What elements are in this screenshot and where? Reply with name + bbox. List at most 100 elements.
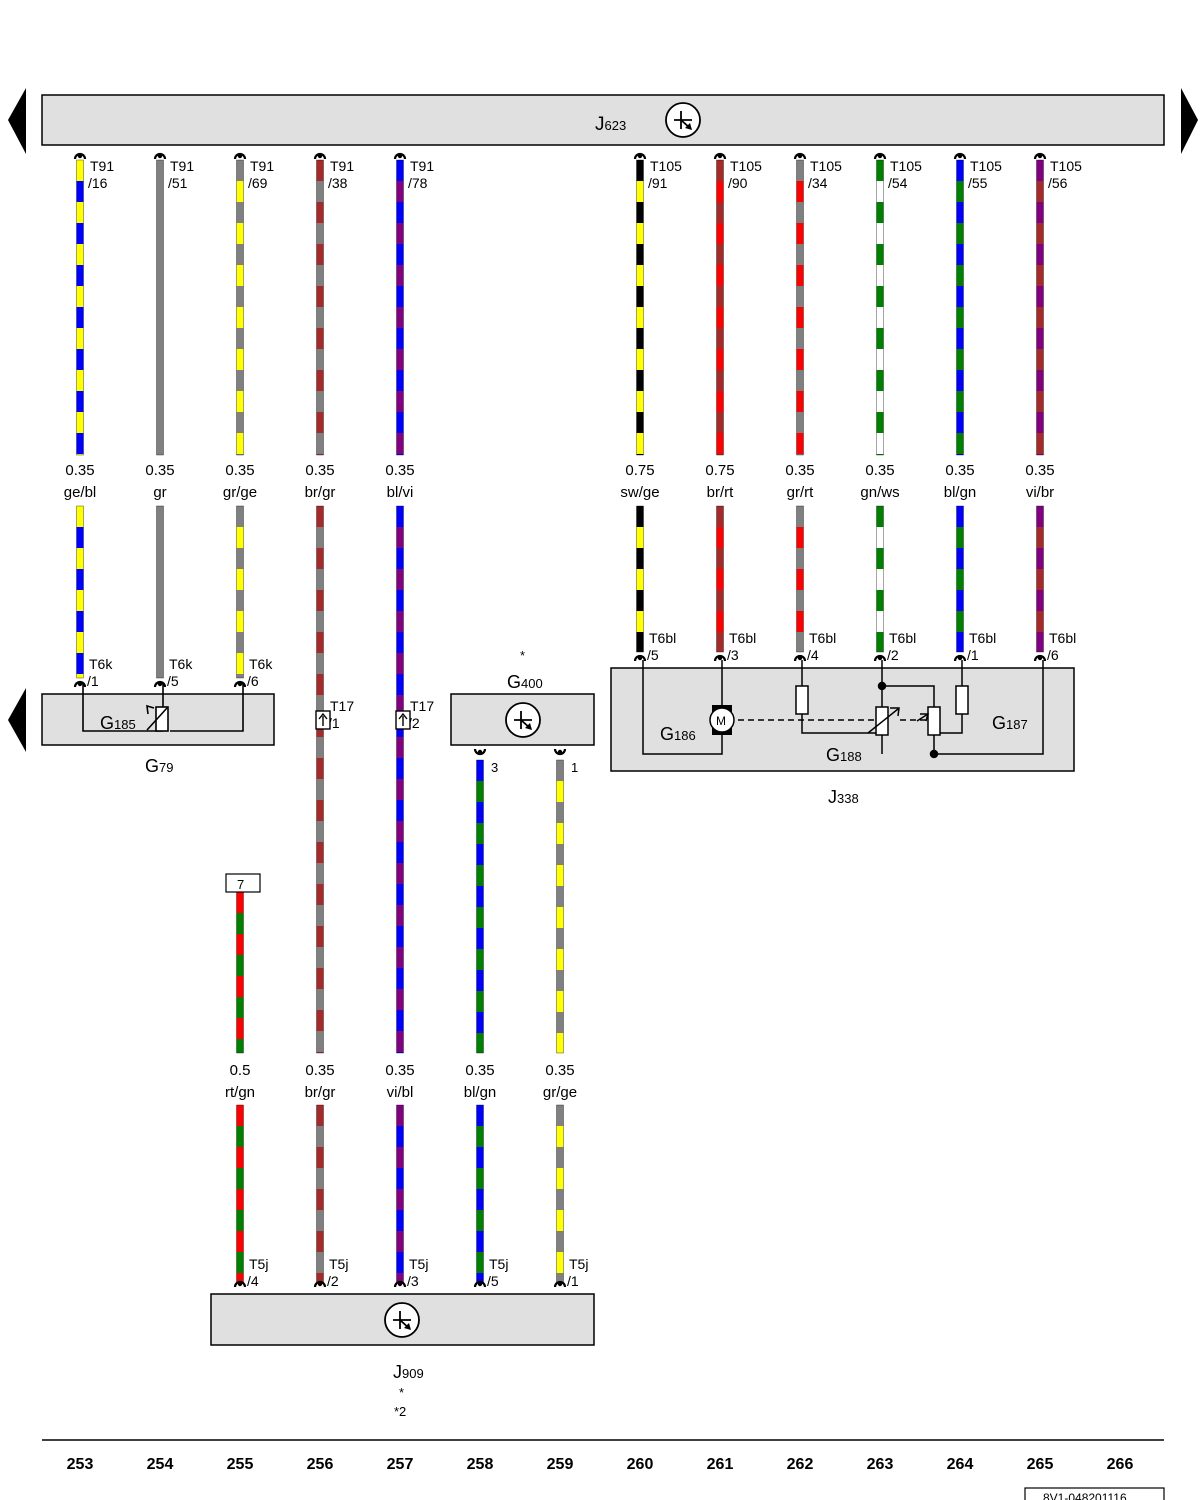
prev-section-arrow[interactable] [8, 688, 26, 752]
pin-label: T5j [489, 1256, 508, 1272]
j909-mark-2: *2 [394, 1404, 406, 1419]
next-page-arrow[interactable] [1181, 88, 1198, 154]
wire-255-j909 [236, 1104, 244, 1284]
wire-255-upper [236, 159, 244, 456]
g400-pin-right: 1 [571, 760, 578, 775]
g400-sensor-icon [505, 702, 541, 738]
wire-254-lower [156, 505, 164, 679]
pin-label: /56 [1048, 175, 1068, 191]
wire-265-upper [1036, 159, 1044, 456]
wire-262-upper [796, 159, 804, 456]
wire-size-label: 0.35 [545, 1062, 574, 1079]
pin-label: /5 [167, 673, 179, 689]
wire-size-label: 0.75 [705, 462, 734, 479]
wire-size-label: 0.35 [785, 462, 814, 479]
pin-label: /3 [727, 647, 739, 663]
connector-plug-icon [233, 680, 247, 688]
g400-pin-left: 3 [491, 760, 498, 775]
wire-264-lower [956, 505, 964, 653]
wire-size-label: 0.35 [225, 462, 254, 479]
ref-box-7[interactable] [225, 873, 261, 893]
wire-263-upper [876, 159, 884, 456]
g400-mark: * [520, 648, 525, 663]
j623-label: J623 [595, 114, 626, 135]
wire-256-j909 [316, 1104, 324, 1284]
pin-label: T17 [330, 698, 354, 714]
ref-box-7-label: 7 [237, 877, 244, 892]
pin-label: T91 [330, 158, 354, 174]
wire-size-label: 0.35 [305, 1062, 334, 1079]
g185-potentiometer-icon [82, 684, 244, 732]
column-number: 255 [227, 1456, 254, 1473]
connector-plug-icon [873, 152, 887, 160]
wire-color-label: ge/bl [64, 484, 97, 501]
connector-plug-icon [73, 680, 87, 688]
pin-label: T6bl [969, 630, 996, 646]
wire-size-label: 0.35 [305, 462, 334, 479]
j338-label: J338 [828, 787, 859, 807]
doc-id-box [1024, 1487, 1165, 1500]
g186-label: G186 [660, 724, 696, 744]
pin-label: /69 [248, 175, 268, 191]
pin-label: T5j [249, 1256, 268, 1272]
pin-label: T105 [890, 158, 922, 174]
wire-262-lower [796, 505, 804, 653]
prev-page-arrow[interactable] [8, 88, 26, 154]
j338-internal-circuit [642, 660, 1044, 755]
column-number: 261 [707, 1456, 734, 1473]
wire-color-label: sw/ge [620, 484, 659, 501]
wire-color-label: vi/bl [387, 1084, 414, 1101]
g79-label: G79 [145, 756, 173, 776]
connector-plug-icon [473, 1280, 487, 1288]
wire-253-upper [76, 159, 84, 456]
g187-label: G187 [992, 713, 1028, 733]
connector-plug-icon [713, 654, 727, 662]
column-number: 253 [67, 1456, 94, 1473]
column-number: 260 [627, 1456, 654, 1473]
wires-layer [73, 152, 1047, 1288]
wire-size-label: 0.35 [865, 462, 894, 479]
pin-label: T5j [329, 1256, 348, 1272]
connector-plug-icon [473, 748, 487, 756]
g185-label: G185 [100, 713, 136, 733]
pin-label: /91 [648, 175, 668, 191]
connector-plug-icon [633, 654, 647, 662]
wire-size-label: 0.35 [385, 1062, 414, 1079]
pin-label: /2 [327, 1273, 339, 1289]
pin-label: T6k [249, 656, 273, 672]
wire-color-label: rt/gn [225, 1084, 255, 1101]
pin-label: /4 [247, 1273, 259, 1289]
pin-label: T6bl [1049, 630, 1076, 646]
wire-color-label: gn/ws [860, 484, 899, 501]
wire-size-label: 0.5 [230, 1062, 251, 1079]
pin-label: /54 [888, 175, 908, 191]
svg-text:M: M [716, 714, 726, 728]
wire-size-label: 0.35 [1025, 462, 1054, 479]
g188-label: G188 [826, 745, 862, 765]
pin-label: T105 [730, 158, 762, 174]
labels-layer: T91/160.35ge/blT6k/1T91/510.35grT6k/5T91… [64, 158, 1082, 1289]
pin-label: /34 [808, 175, 828, 191]
wire-261-lower [716, 505, 724, 653]
wire-color-label: br/gr [305, 484, 336, 501]
g400-label: G400 [507, 672, 543, 692]
pin-label: T6bl [729, 630, 756, 646]
column-number: 254 [147, 1456, 174, 1473]
wire-color-label: bl/gn [944, 484, 977, 501]
connector-plug-icon [73, 152, 87, 160]
pin-label: T5j [569, 1256, 588, 1272]
connector-plug-icon [233, 1280, 247, 1288]
resistor-icon [795, 685, 969, 715]
pin-label: T5j [409, 1256, 428, 1272]
wire-258-upper [476, 759, 484, 1054]
wire-color-label: gr/rt [787, 484, 815, 501]
pin-label: /55 [968, 175, 988, 191]
column-number: 258 [467, 1456, 494, 1473]
doc-id: 8V1-048201116 [1043, 1491, 1127, 1500]
pin-label: /3 [407, 1273, 419, 1289]
pin-label: T6bl [809, 630, 836, 646]
g188-potentiometer-icon [867, 681, 941, 759]
connector-plug-icon [793, 654, 807, 662]
